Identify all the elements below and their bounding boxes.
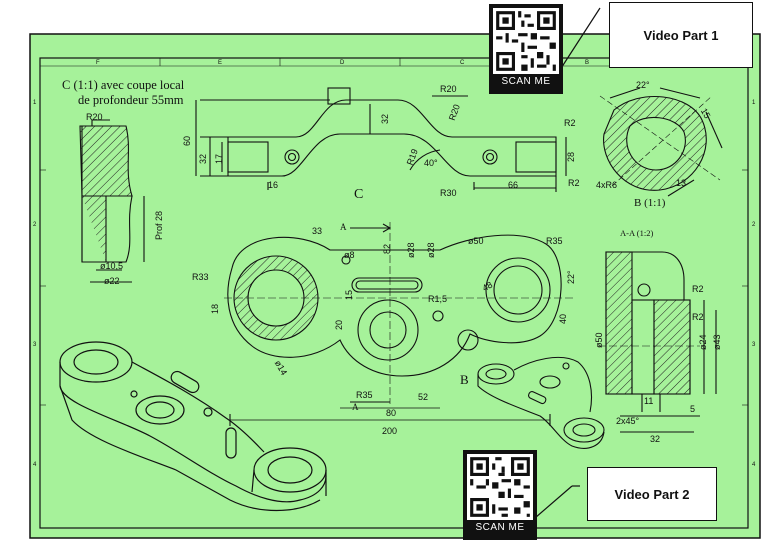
dim-r35-top: R35 (546, 236, 563, 246)
dim-dia-10-5: ø10,5 (100, 261, 123, 271)
zone-row-1-left: 1 (33, 100, 37, 106)
zone-col-b: B (585, 60, 589, 66)
dim-dia-43: ø43 (712, 334, 722, 350)
view-label-b: B (460, 372, 469, 387)
zone-row-4-right: 4 (752, 462, 756, 468)
dim-82: 82 (382, 244, 392, 254)
zone-col-f: F (96, 60, 100, 66)
dim-80: 80 (386, 408, 396, 418)
video-part-2-callout[interactable]: Video Part 2 (587, 467, 717, 521)
view-label-a-top: A (340, 222, 347, 232)
dim-r2-top: R2 (564, 118, 576, 128)
dim-48: 48 (481, 280, 495, 294)
dim-40deg: 40° (424, 158, 438, 168)
dim-4xr6: 4xR6 (596, 180, 617, 190)
dim-40: 40 (558, 314, 568, 324)
dim-32-bottom: 32 (650, 434, 660, 444)
qr-pattern-icon (467, 454, 533, 520)
dim-r33: R33 (192, 272, 209, 282)
dim-2x45: 2x45° (616, 416, 640, 426)
dim-15b: 15 (344, 290, 354, 300)
dim-11: 11 (644, 396, 653, 406)
view-label-a-bottom: A (352, 402, 359, 412)
dim-r2-right: R2 (568, 178, 580, 188)
isometric-view-small (477, 356, 605, 449)
qr-code-part-1[interactable]: SCAN ME (489, 4, 563, 94)
section-label-a-a: A-A (1:2) (620, 228, 653, 238)
dim-52: 52 (418, 392, 428, 402)
isometric-view-large (59, 341, 327, 512)
section-note-line2: de profondeur 55mm (78, 93, 184, 107)
qr-scan-label-1: SCAN ME (501, 76, 551, 87)
dim-200: 200 (382, 426, 397, 436)
zone-row-4-left: 4 (33, 462, 37, 468)
dim-r30: R30 (440, 188, 457, 198)
dim-dia-24: ø24 (698, 334, 708, 350)
dim-22deg: 22° (636, 80, 650, 90)
zone-row-3-right: 3 (752, 342, 756, 348)
left-section-view (79, 119, 145, 283)
dim-dia-22: ø22 (104, 276, 120, 286)
dim-r2-section: R2 (692, 284, 704, 294)
dim-66: 66 (508, 180, 518, 190)
zone-col-c: C (460, 60, 465, 66)
dim-dia-50-b: ø50 (594, 332, 604, 348)
zone-row-2-left: 2 (33, 222, 37, 228)
dim-dia-50: ø50 (468, 236, 484, 246)
dim-18: 18 (210, 304, 220, 314)
dim-15: 15 (699, 107, 713, 121)
view-label-b-detail: B (1:1) (634, 197, 666, 209)
view-label-c: C (354, 187, 363, 202)
dim-28: 28 (566, 152, 576, 162)
dim-r20-left: R20 (86, 112, 103, 122)
zone-col-d: D (340, 60, 345, 66)
dim-33: 33 (312, 226, 322, 236)
qr-pattern-icon (493, 8, 559, 74)
dim-22deg-b: 22° (566, 270, 576, 284)
dim-60: 60 (182, 136, 192, 146)
zone-row-1-right: 1 (752, 100, 756, 106)
section-note-line1: C (1:1) avec coupe local (62, 78, 185, 92)
dim-dia-28b: ø28 (426, 242, 436, 258)
dim-5: 5 (690, 404, 695, 414)
zone-strip-sides (40, 169, 748, 406)
dim-prof-28: Prof 28 (154, 211, 164, 240)
dim-16: 16 (268, 180, 278, 190)
dim-r35-bottom: R35 (356, 390, 373, 400)
dim-r1-5: R1,5 (428, 294, 447, 304)
dim-13: 13 (676, 178, 686, 188)
dim-32-left: 32 (198, 154, 208, 164)
section-a-a-view (598, 251, 717, 433)
zone-row-3-left: 3 (33, 342, 37, 348)
video-part-1-callout[interactable]: Video Part 1 (609, 2, 753, 68)
dim-dia-8: ø8 (344, 250, 355, 260)
dim-dia-28a: ø28 (406, 242, 416, 258)
zone-row-2-right: 2 (752, 222, 756, 228)
detail-view-b (599, 87, 723, 197)
clamp-plan-view (224, 222, 576, 426)
dim-r20-top: R20 (440, 84, 457, 94)
clamp-top-view (195, 87, 567, 192)
qr-scan-label-2: SCAN ME (475, 522, 525, 533)
dim-r2-section2: R2 (692, 312, 704, 322)
drawing-border (39, 57, 749, 529)
zone-col-e: E (218, 60, 222, 66)
dim-20: 20 (334, 320, 344, 330)
dim-17: 17 (214, 154, 224, 164)
dim-32-mid: 32 (380, 114, 390, 124)
qr-code-part-2[interactable]: SCAN ME (463, 450, 537, 540)
